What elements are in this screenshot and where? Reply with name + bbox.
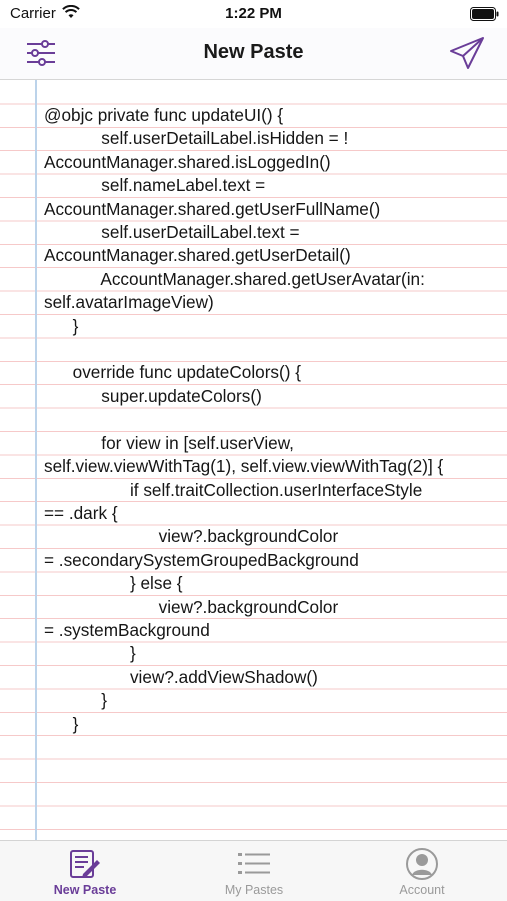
clock-label: 1:22 PM <box>225 5 282 22</box>
paper-plane-icon <box>450 37 484 69</box>
send-button[interactable] <box>449 36 485 70</box>
status-bar: Carrier 1:22 PM <box>0 0 507 28</box>
navigation-bar: New Paste <box>0 28 507 80</box>
carrier-label: Carrier <box>10 5 56 22</box>
tab-bar: New Paste My Pastes Account <box>0 840 507 901</box>
tab-label: Account <box>399 883 445 897</box>
battery-icon <box>470 7 499 21</box>
list-icon <box>238 853 270 874</box>
tab-label: My Pastes <box>224 883 284 897</box>
wifi-icon <box>62 5 80 18</box>
paste-editor[interactable]: @objc private func updateUI() { self.use… <box>0 80 507 840</box>
tab-new-paste[interactable]: New Paste <box>30 841 140 901</box>
page-title: New Paste <box>203 41 304 63</box>
filter-settings-button[interactable] <box>26 39 56 67</box>
sliders-icon <box>27 40 55 66</box>
tab-account[interactable]: Account <box>367 841 477 901</box>
compose-icon <box>70 850 100 878</box>
margin-line <box>35 80 37 840</box>
tab-my-pastes[interactable]: My Pastes <box>199 841 309 901</box>
person-circle-icon <box>406 848 438 880</box>
code-text[interactable]: @objc private func updateUI() { self.use… <box>44 105 444 734</box>
tab-label: New Paste <box>53 883 117 897</box>
